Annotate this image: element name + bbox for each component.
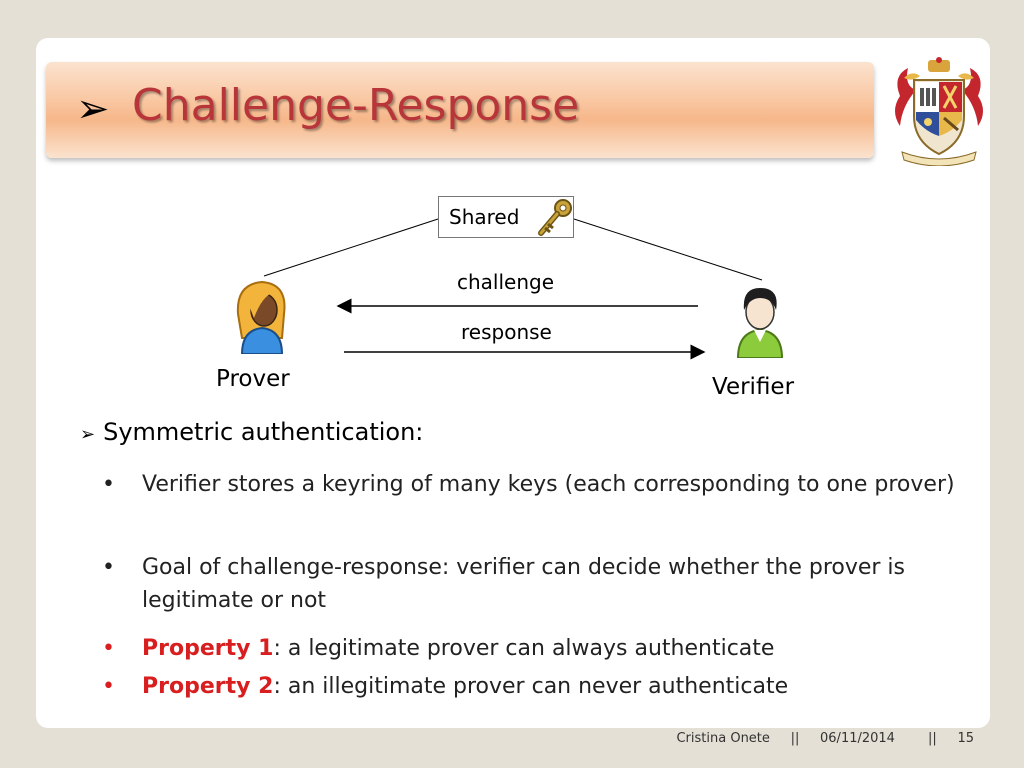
key-icon [538,199,572,236]
list-item-text: Goal of challenge-response: verifier can… [142,555,906,613]
title-arrow-icon: ➢ [76,86,110,132]
verifier-link-line [573,218,763,281]
shared-label: Shared [449,205,520,229]
challenge-label: challenge [457,270,555,294]
footer-separator: || [790,731,800,746]
slide-footer: Cristina Onete || 06/11/2014 || 15 [676,731,974,746]
bullet-icon: • [102,555,115,580]
slide-title: Challenge-Response [132,80,580,131]
footer-author: Cristina Onete [676,731,770,746]
shared-key-box: Shared [438,196,574,238]
slide: ➢ Challenge-Response [36,38,990,728]
bullet-icon: • [102,472,115,497]
prover-person-icon [236,280,286,354]
bullet-icon: • [102,636,115,661]
property-1-text: : a legitimate prover can always authent… [273,636,775,661]
heading-text: Symmetric authentication: [103,418,424,446]
footer-date: 06/11/2014 [820,731,895,746]
heading-arrow-icon: ➢ [80,424,96,445]
response-label: response [461,320,552,344]
page-number: 15 [957,731,974,746]
challenge-response-diagram [263,218,763,360]
property-2-text: : an illegitimate prover can never authe… [273,674,789,699]
property-2-label: Property 2 [142,674,274,699]
property-1-label: Property 1 [142,636,274,661]
title-bar: ➢ Challenge-Response [46,62,874,158]
footer-separator: || [928,731,937,746]
section-heading: ➢ Symmetric authentication: [80,418,423,446]
university-crest-logo [895,57,983,166]
list-item-text: Property 2: an illegitimate prover can n… [142,670,962,703]
verifier-person-icon [736,288,784,358]
prover-link-line [263,218,439,277]
bullet-icon: • [102,674,115,699]
verifier-label: Verifier [712,374,795,400]
list-item-text: Verifier stores a keyring of many keys (… [142,472,955,497]
prover-label: Prover [216,366,290,392]
list-item-text: Property 1: a legitimate prover can alwa… [142,632,962,665]
